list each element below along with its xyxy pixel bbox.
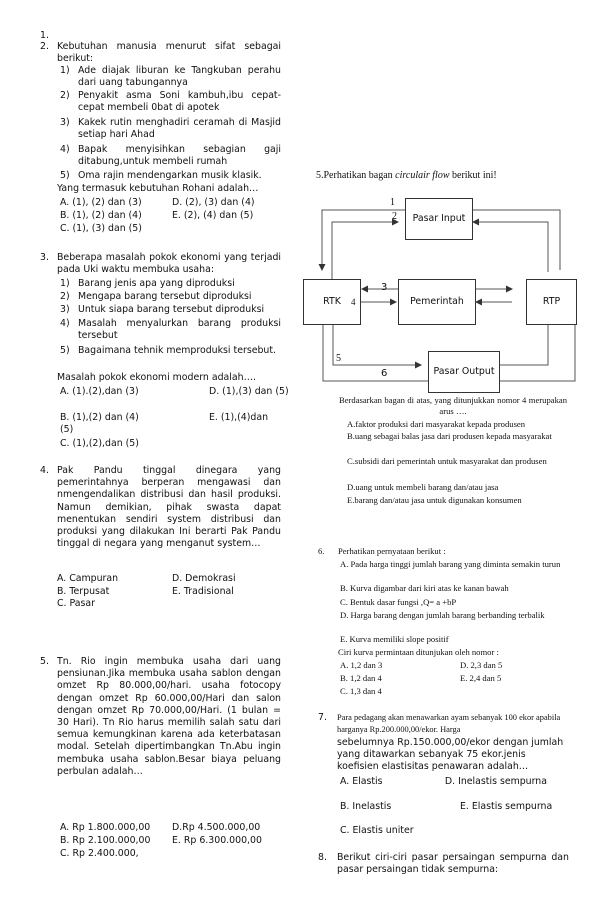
item-number: 5) [60, 170, 70, 181]
pasar-output-box: Pasar Output [428, 351, 500, 393]
option-c[interactable]: C. 1,3 dan 4 [340, 686, 382, 696]
list-item: Masalah menyalurkan barang produksi ters… [78, 318, 281, 342]
list-item: Bapak menyisihkan sebagian gaji ditabung… [78, 144, 281, 168]
statement-c: C. Bentuk dasar fungsi ,Q= a +bP [340, 597, 457, 607]
title-tail: berikut ini! [449, 170, 497, 181]
question-6-stem: Perhatikan pernyataan berikut : [338, 546, 446, 556]
label-3: 3 [381, 282, 388, 293]
label-1: 1 [390, 197, 395, 208]
question-3-stem: Beberapa masalah pokok ekonomi yang terj… [57, 252, 281, 276]
option-e[interactable]: E. Elastis sempurna [460, 801, 553, 812]
statement-d: D. Harga barang dengan jumlah barang ber… [340, 610, 545, 620]
item-number: 3) [60, 117, 70, 128]
question-3-question: Masalah pokok ekonomi modern adalah…. [57, 372, 256, 383]
option-a[interactable]: A. (1), (2) dan (3) [60, 197, 142, 208]
option-c[interactable]: C. Pasar [57, 598, 95, 609]
title-emphasis: circulair flow [395, 170, 450, 181]
option-c[interactable]: C. Elastis uniter [340, 825, 414, 836]
item-number: 2) [60, 90, 70, 101]
option-c[interactable]: C.subsidi dari pemerintah untuk masyarak… [347, 456, 547, 466]
option-e[interactable]: E. (1),(4)dan [209, 412, 269, 423]
question-number-3: 3. [40, 252, 49, 263]
option-d[interactable]: D. Inelastis sempurna [444, 776, 547, 787]
option-a[interactable]: A. Campuran [57, 573, 119, 584]
title-text: 5.Perhatikan bagan [316, 170, 396, 181]
question-2-question: Yang termasuk kebutuhan Rohani adalah… [57, 183, 259, 194]
option-e[interactable]: E. 2,4 dan 5 [460, 673, 502, 683]
option-a[interactable]: A. Elastis [340, 776, 383, 787]
question-number-7: 7. [318, 712, 327, 723]
option-d[interactable]: D.uang untuk membeli barang dan/atau jas… [347, 482, 499, 492]
option-b[interactable]: B. (1),(2) dan (4) (5) [60, 412, 139, 436]
item-number: 4) [60, 144, 70, 155]
pemerintah-box: Pemerintah [398, 279, 476, 325]
question-5-diagram-title: 5.Perhatikan bagan circulair flow beriku… [316, 170, 497, 182]
item-number: 3) [60, 304, 70, 315]
list-item: Untuk siapa barang tersebut diproduksi [78, 304, 265, 315]
pasar-input-box: Pasar Input [405, 198, 473, 240]
question-number-8: 8. [318, 852, 327, 863]
list-item: Mengapa barang tersebut diproduksi [78, 291, 252, 302]
question-number-4: 4. [40, 465, 49, 476]
question-6-question: Ciri kurva permintaan ditunjukan oleh no… [338, 647, 499, 657]
option-d[interactable]: D.Rp 4.500.000,00 [172, 822, 261, 833]
question-number-1: 1. [40, 30, 49, 41]
question-5-stem: Tn. Rio ingin membuka usaha dari uang pe… [57, 656, 281, 777]
item-number: 2) [60, 291, 70, 302]
option-c[interactable]: C. Rp 2.400.000, [60, 848, 139, 859]
option-d[interactable]: D. Demokrasi [172, 573, 236, 584]
statement-b: B. Kurva digambar dari kiri atas ke kana… [340, 583, 509, 593]
question-number-5: 5. [40, 656, 49, 667]
option-a[interactable]: A.faktor produksi dari masyarakat kepada… [347, 419, 526, 429]
label-6: 6 [381, 368, 388, 379]
question-number-2: 2. [40, 41, 49, 52]
statement-a: A. Pada harga tinggi jumlah barang yang … [340, 559, 561, 569]
label-2: 2 [392, 211, 397, 222]
option-d[interactable]: D. (1),(3) dan (5) [209, 386, 289, 397]
item-number: 4) [60, 318, 70, 329]
list-item: Oma rajin mendengarkan musik klasik. [78, 170, 262, 181]
option-e[interactable]: E.barang dan/atau jasa untuk digunakan k… [347, 495, 522, 505]
option-e[interactable]: E. Tradisional [172, 586, 234, 597]
question-number-6: 6. [318, 546, 325, 556]
question-2-stem: Kebutuhan manusia menurut sifat sebagai … [57, 41, 281, 65]
rtk-box: RTK [303, 279, 361, 325]
rtp-box: RTP [526, 279, 577, 325]
list-item: Penyakit asma Soni kambuh,ibu cepat-cepa… [78, 90, 281, 114]
list-item: Barang jenis apa yang diproduksi [78, 278, 235, 289]
label-5: 5 [336, 353, 341, 364]
question-4-stem: Pak Pandu tinggal dinegara yang pemerint… [57, 465, 281, 550]
option-b[interactable]: B. Terpusat [57, 586, 110, 597]
question-8-stem: Berikut ciri-ciri pasar persaingan sempu… [337, 852, 569, 876]
item-number: 5) [60, 345, 70, 356]
item-number: 1) [60, 65, 70, 76]
question-7-stem-serif: Para pedagang akan menawarkan ayam seban… [337, 713, 561, 734]
option-e[interactable]: E. Rp 6.300.000,00 [172, 835, 262, 846]
option-e[interactable]: E. (2), (4) dan (5) [172, 210, 254, 221]
option-b[interactable]: B. Rp 2.100.000,00 [60, 835, 151, 846]
option-c[interactable]: C. (1),(2),dan (5) [60, 438, 139, 449]
item-number: 1) [60, 278, 70, 289]
question-7-stem: sebelumnya Rp.150.000,00/ekor dengan jum… [337, 737, 564, 773]
option-b[interactable]: B. Inelastis [340, 801, 392, 812]
option-a[interactable]: A. (1).(2),dan (3) [60, 386, 139, 397]
option-b[interactable]: B.uang sebagai balas jasa dari produsen … [347, 431, 552, 441]
option-d[interactable]: D. 2,3 dan 5 [460, 660, 503, 670]
option-b[interactable]: B. (1), (2) dan (4) [60, 210, 142, 221]
option-d[interactable]: D. (2), (3) dan (4) [172, 197, 255, 208]
option-b[interactable]: B. 1,2 dan 4 [340, 673, 382, 683]
list-item: Bagaimana tehnik memproduksi tersebut. [78, 345, 277, 356]
option-a[interactable]: A. Rp 1.800.000,00 [60, 822, 151, 833]
option-a[interactable]: A. 1,2 dan 3 [340, 660, 383, 670]
option-c[interactable]: C. (1), (3) dan (5) [60, 223, 142, 234]
question-5b-stem: Berdasarkan bagan di atas, yang ditunjuk… [339, 395, 567, 416]
list-item: Ade diajak liburan ke Tangkuban perahu d… [78, 65, 281, 89]
label-4: 4 [351, 297, 356, 307]
statement-e: E. Kurva memiliki slope positif [340, 634, 449, 644]
list-item: Kakek rutin menghadiri ceramah di Masjid… [78, 117, 281, 141]
